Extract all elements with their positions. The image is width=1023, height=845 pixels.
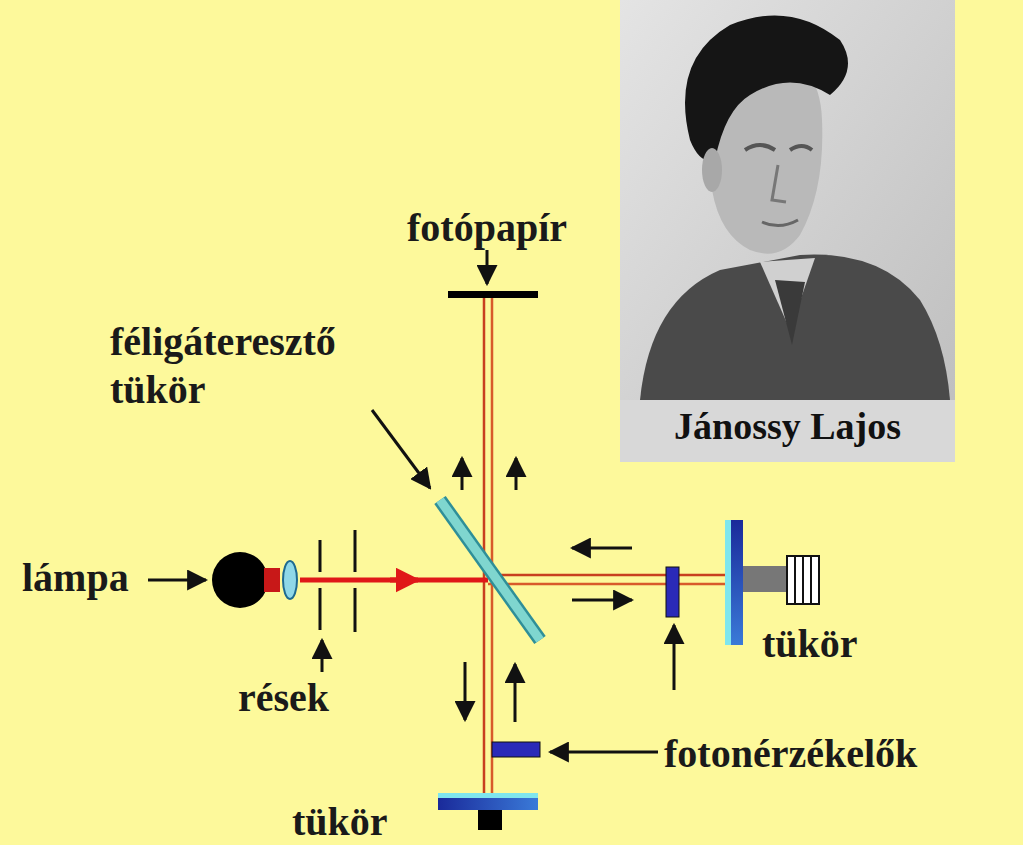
photon-detector bbox=[666, 567, 679, 617]
light-beams bbox=[300, 298, 730, 797]
leader-line bbox=[486, 250, 489, 284]
part-label: tükör bbox=[292, 802, 388, 842]
beam-splitter bbox=[440, 500, 540, 640]
part-label: lámpa bbox=[22, 554, 129, 602]
portrait-photo bbox=[620, 0, 955, 462]
leader-line bbox=[550, 751, 658, 754]
part-label: féligáteresztő tükör bbox=[110, 318, 440, 414]
leader-line bbox=[321, 640, 324, 672]
leader-line bbox=[673, 625, 676, 690]
beam-splitter bbox=[440, 500, 540, 640]
photon-detector bbox=[492, 742, 540, 757]
part-label: fotonérzékelők bbox=[664, 730, 917, 778]
part-label: rések bbox=[238, 674, 329, 722]
leader-line bbox=[148, 579, 206, 582]
photo-caption: Jánossy Lajos bbox=[674, 404, 901, 450]
leader-line bbox=[372, 410, 430, 488]
part-label: tükör bbox=[762, 620, 858, 668]
part-label: fotópapír bbox=[407, 204, 567, 252]
mirror-bottom bbox=[438, 793, 538, 830]
photo-paper bbox=[448, 291, 538, 298]
direction-arrows bbox=[462, 458, 632, 722]
lamp-symbol bbox=[212, 552, 297, 608]
slits bbox=[320, 530, 355, 632]
